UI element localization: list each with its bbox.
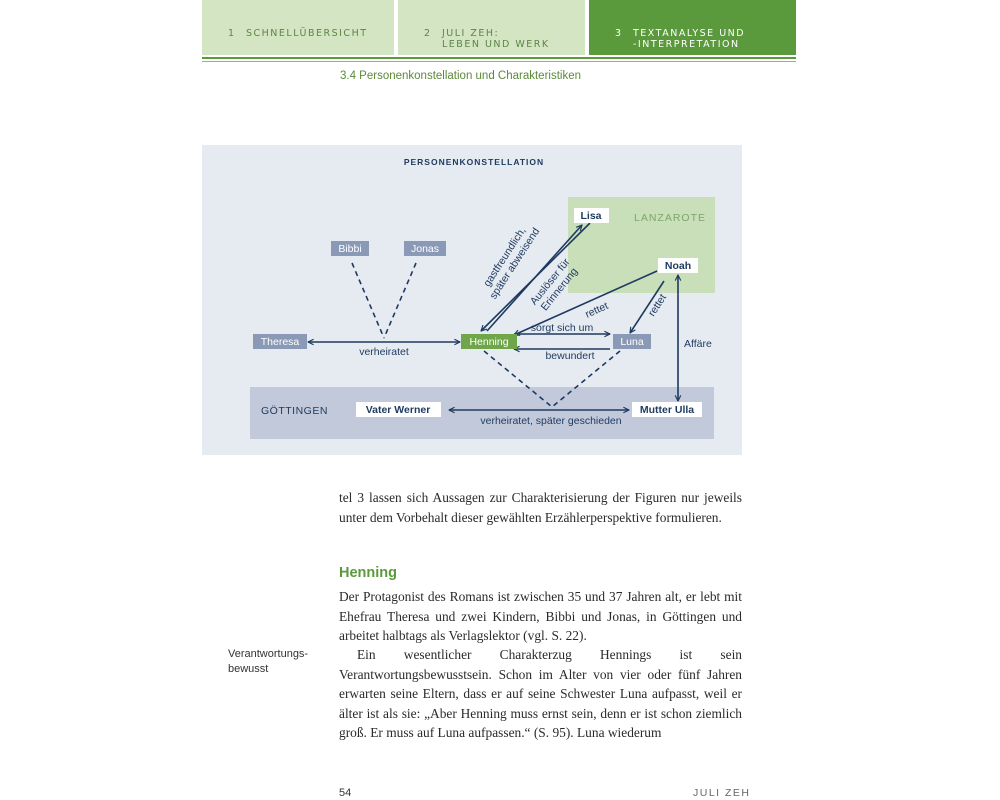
tab-textanalyse-active[interactable]: 3 TEXTANALYSE UND -INTERPRETATION xyxy=(589,0,796,55)
lanzarote-label: LANZAROTE xyxy=(634,212,706,224)
tag-vater-werner-label: Vater Werner xyxy=(366,404,431,416)
goettingen-label: GÖTTINGEN xyxy=(261,405,328,417)
label-bewundert: bewundert xyxy=(545,350,594,362)
header-rule xyxy=(202,57,796,59)
tab-label-line: JULI ZEH: xyxy=(442,28,500,39)
tag-henning xyxy=(461,334,517,349)
tag-theresa xyxy=(253,334,307,349)
tab-leben-und-werk[interactable]: 2 JULI ZEH: LEBEN UND WERK xyxy=(398,0,585,55)
tab-number: 3 xyxy=(615,28,623,39)
tag-jonas xyxy=(404,241,446,256)
tag-vater-werner xyxy=(356,402,441,417)
tag-noah-label: Noah xyxy=(665,260,691,272)
margin-note-line: Verantwortungs- xyxy=(228,648,309,660)
heading-henning: Henning xyxy=(339,565,397,581)
figure-title: PERSONENKONSTELLATION xyxy=(404,157,544,167)
tab-number: 2 xyxy=(424,28,432,39)
author-name: JULI ZEH xyxy=(693,787,751,799)
tag-mutter-ulla-label: Mutter Ulla xyxy=(640,404,694,416)
tab-schnelluebersicht[interactable]: 1 SCHNELLÜBERSICHT xyxy=(202,0,394,55)
tag-theresa-label: Theresa xyxy=(261,336,300,348)
tag-bibbi-label: Bibbi xyxy=(338,243,361,255)
tab-label-line: TEXTANALYSE UND xyxy=(633,28,746,39)
tag-bibbi xyxy=(331,241,369,256)
label-verheiratet-geschieden: verheiratet, später geschieden xyxy=(480,415,621,427)
tab-number: 1 xyxy=(228,28,236,39)
tag-lisa xyxy=(574,208,609,223)
tag-lisa-label: Lisa xyxy=(580,210,601,222)
tag-luna xyxy=(613,334,651,349)
tag-luna-label: Luna xyxy=(620,336,644,348)
tag-mutter-ulla xyxy=(632,402,702,417)
section-title: 3.4 Personenkonstellation und Charakteri… xyxy=(340,70,582,82)
tab-label-line: LEBEN UND WERK xyxy=(442,39,550,50)
header-rule-thin xyxy=(202,61,796,62)
relation-arrows xyxy=(308,222,678,410)
paragraph-henning-1: Der Protagonist des Romans ist zwischen … xyxy=(339,589,742,644)
label-sorgt-sich-um: sorgt sich um xyxy=(531,322,594,334)
label-affaere: Affäre xyxy=(684,338,712,350)
paragraph-henning-2: Ein wesentlicher Charakterzug Hennings i… xyxy=(339,647,742,741)
tag-henning-label: Henning xyxy=(469,336,508,348)
paragraph-intro: tel 3 lassen sich Aussagen zur Charakter… xyxy=(339,490,742,525)
character-constellation-diagram: PERSONENKONSTELLATION LANZAROTE GÖTTINGE… xyxy=(202,145,742,455)
tag-noah xyxy=(658,258,698,273)
tab-label: SCHNELLÜBERSICHT xyxy=(246,28,368,39)
tab-label-line: -INTERPRETATION xyxy=(633,39,740,50)
margin-note-line: bewusst xyxy=(228,663,269,675)
tab-label: JULI ZEH: LEBEN UND WERK xyxy=(442,28,550,50)
margin-note: Verantwortungs- bewusst xyxy=(228,647,323,677)
label-verheiratet: verheiratet xyxy=(359,346,409,358)
page-number: 54 xyxy=(339,787,352,799)
family-lines xyxy=(351,262,621,408)
tag-jonas-label: Jonas xyxy=(411,243,439,255)
character-tags: Bibbi Jonas Theresa Henning Luna Lisa No… xyxy=(253,208,702,417)
tab-label: TEXTANALYSE UND -INTERPRETATION xyxy=(633,28,745,50)
